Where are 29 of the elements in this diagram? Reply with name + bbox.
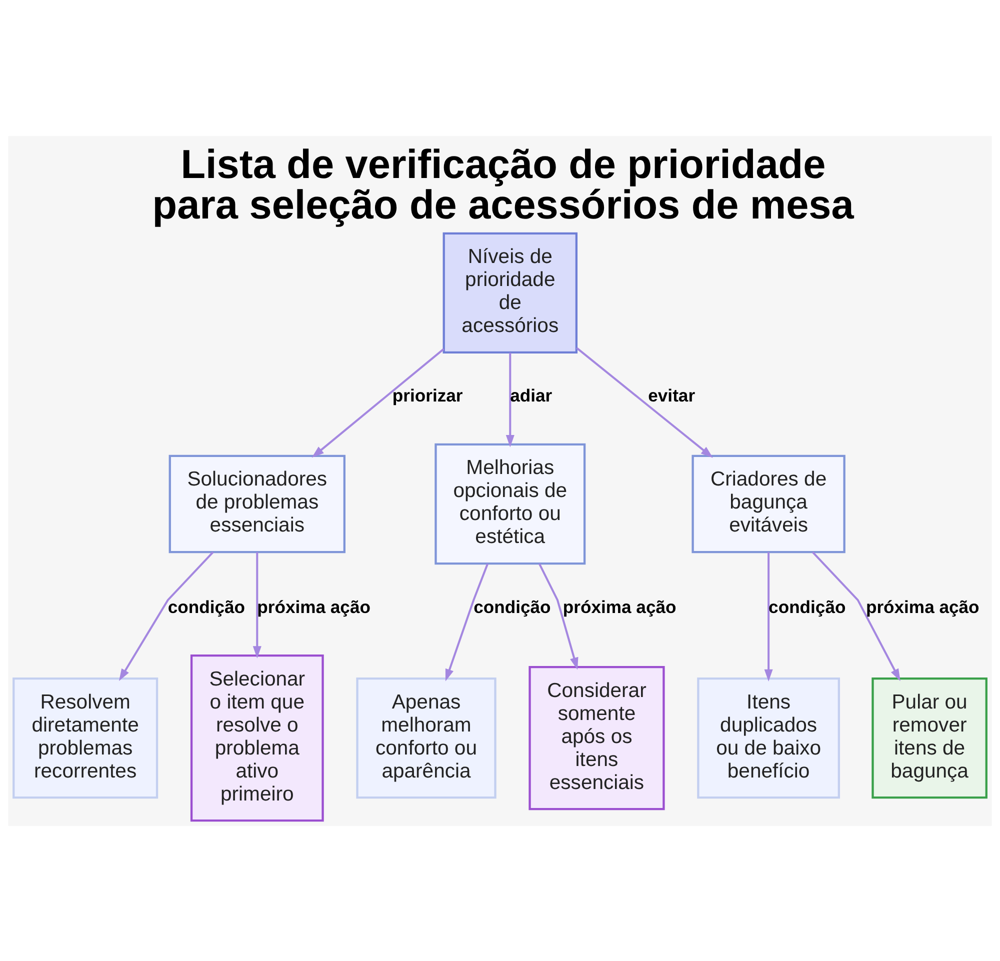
edge-label: condição bbox=[474, 596, 551, 616]
node-box: Itens duplicados ou de baixo benefício bbox=[697, 676, 840, 798]
arrow bbox=[506, 352, 514, 447]
node-box: Considerar somente após os itens essenciais bbox=[528, 665, 665, 810]
edge-label: evitar bbox=[648, 385, 696, 406]
arrow bbox=[764, 552, 773, 682]
node-box: Níveis de prioridade de acessórios bbox=[442, 232, 578, 354]
node-box: Apenas melhoram conforto ou aparência bbox=[356, 676, 496, 798]
node-box: Pular ou remover itens de bagunça bbox=[872, 676, 988, 798]
arrow bbox=[118, 550, 214, 680]
arrow bbox=[252, 552, 262, 658]
edge-label: priorizar bbox=[392, 385, 463, 406]
node-box: Melhorias opcionais de conforto ou estética bbox=[434, 442, 586, 564]
arrow bbox=[576, 346, 713, 458]
edge-label: próxima ação bbox=[562, 596, 676, 616]
diagram-title: Lista de verificação de prioridade para seleção de acessórios de mesa bbox=[152, 140, 854, 228]
arrow bbox=[445, 562, 489, 681]
edge-label: condição bbox=[768, 596, 846, 616]
node-box: Resolvem diretamente problemas recorrentes bbox=[12, 676, 158, 798]
edge-label: próxima ação bbox=[257, 596, 370, 616]
edge-label: adiar bbox=[510, 385, 552, 406]
arrow bbox=[538, 562, 578, 670]
node-box: Selecionar o item que resolve o problema ativo primeiro bbox=[190, 654, 324, 822]
arrow bbox=[812, 550, 900, 681]
node-box: Solucionadores de problemas essenciais bbox=[168, 454, 346, 553]
edge-label: próxima ação bbox=[866, 596, 980, 616]
edge-label: condição bbox=[168, 596, 246, 616]
node-box: Criadores de bagunça evitáveis bbox=[692, 454, 846, 553]
arrow bbox=[312, 348, 444, 458]
